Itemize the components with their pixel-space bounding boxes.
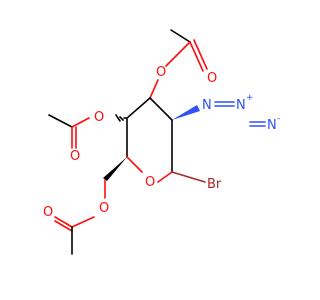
- atom-n1: N: [202, 98, 212, 113]
- bond-top-ester-oc: [149, 79, 159, 99]
- atom-o-bottom-carbonyl: O: [43, 205, 53, 220]
- wedge-c5-c6: [103, 157, 127, 181]
- bond-top-methyl: [170, 29, 191, 43]
- bond-c5-oring: [126, 156, 143, 173]
- bond-top-carbonyl-b: [193, 39, 208, 70]
- hash-c4-oacetyl: [115, 114, 128, 122]
- bond-top-ester-co: [165, 41, 191, 67]
- bond-left-methyl: [48, 114, 73, 128]
- atom-br: Br: [207, 177, 222, 192]
- bond-bottom-carbonyl-b: [54, 220, 73, 232]
- bond-c3-c4: [126, 97, 151, 119]
- atom-o-top-carbonyl: O: [207, 71, 217, 86]
- atom-o-ring: O: [145, 175, 155, 190]
- bond-bottom-ester-oc: [71, 216, 95, 228]
- bond-c2-c3: [149, 97, 173, 121]
- atom-o-left-carbonyl: O: [70, 149, 80, 164]
- bond-top-carbonyl-a: [189, 41, 204, 72]
- atom-n2-charge: +: [246, 93, 254, 103]
- bond-left-ester-oc: [71, 117, 90, 128]
- bond-bottom-carbonyl-a: [54, 216, 73, 228]
- atom-o-left-ester: O: [94, 110, 104, 125]
- atom-o-bottom-ester: O: [99, 201, 109, 216]
- atom-n3-charge: -: [277, 114, 280, 124]
- bond-c1-br: [171, 171, 206, 183]
- atom-n2: N: [236, 98, 246, 113]
- bond-oring-c1: [157, 171, 173, 183]
- atom-o-top-ester: O: [156, 65, 166, 80]
- wedge-c2-azide: [172, 105, 200, 120]
- molecule-structure: O O O O O O O Br N N + N -: [43, 29, 280, 255]
- atom-n3: N: [267, 118, 277, 133]
